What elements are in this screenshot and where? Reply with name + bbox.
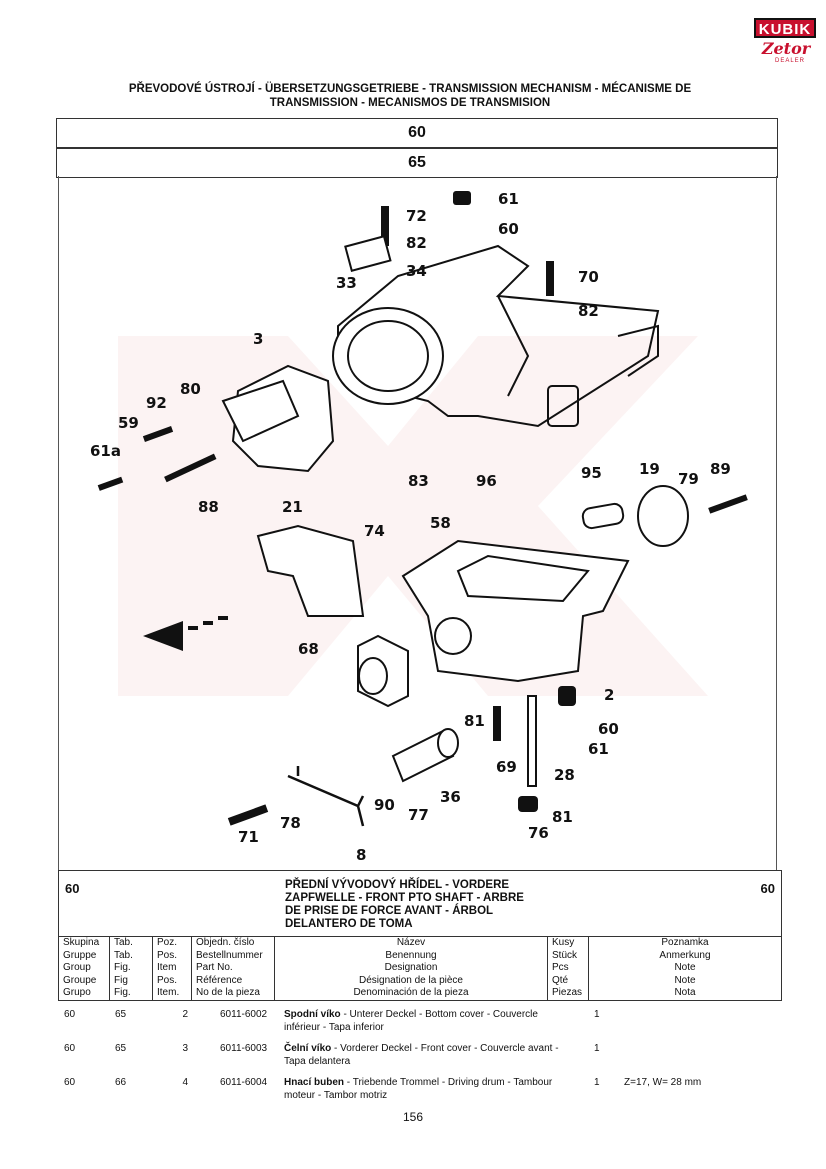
label-68: 68 [298, 640, 319, 658]
sleeve [391, 728, 459, 783]
desc-line: PŘEDNÍ VÝVODOVÝ HŘÍDEL - VORDERE [285, 879, 510, 891]
group-description: 60 60 PŘEDNÍ VÝVODOVÝ HŘÍDEL - VORDERE Z… [58, 870, 782, 937]
label-60-top: 60 [498, 220, 519, 238]
desc-group-left: 60 [65, 881, 80, 896]
label-28: 28 [554, 766, 575, 784]
label-88: 88 [198, 498, 219, 516]
label-61-top: 61 [498, 190, 519, 208]
label-59: 59 [118, 414, 139, 432]
bottom-cover [256, 524, 365, 617]
label-3: 3 [253, 330, 263, 348]
group-number-box: 60 [56, 118, 778, 148]
exploded-parts-diagram: 72 82 34 33 61 60 70 82 3 80 92 59 61a 8… [90, 190, 748, 864]
label-71: 71 [238, 828, 259, 846]
desc-text: PŘEDNÍ VÝVODOVÝ HŘÍDEL - VORDERE ZAPFWEL… [285, 879, 524, 931]
label-74: 74 [364, 522, 385, 540]
label-2: 2 [604, 686, 614, 704]
flange [357, 634, 409, 708]
label-69: 69 [496, 758, 517, 776]
diagram-right-border [776, 176, 777, 870]
label-79: 79 [678, 470, 699, 488]
label-19: 19 [639, 460, 660, 478]
label-95: 95 [581, 464, 602, 482]
desc-line: DELANTERO DE TOMA [285, 918, 413, 930]
page-title: PŘEVODOVÉ ÚSTROJÍ - ÜBERSETZUNGSGETRIEBE… [60, 82, 760, 110]
lower-housing [401, 539, 630, 683]
label-60-bottom: 60 [598, 720, 619, 738]
label-34: 34 [406, 262, 427, 280]
label-36: 36 [440, 788, 461, 806]
label-58: 58 [430, 514, 451, 532]
desc-group-right: 60 [760, 881, 775, 896]
filter [581, 502, 625, 530]
label-61a: 61a [90, 442, 121, 460]
label-21: 21 [282, 498, 303, 516]
label-96: 96 [476, 472, 497, 490]
label-61-bottom: 61 [588, 740, 609, 758]
transmission-housing [332, 244, 660, 428]
label-81-bottom: 81 [552, 808, 573, 826]
bolts [97, 191, 748, 826]
label-90: 90 [374, 796, 395, 814]
bracket [287, 766, 365, 827]
label-82-right: 82 [578, 302, 599, 320]
part-labels: 72 82 34 33 61 60 70 82 3 80 92 59 61a 8… [90, 190, 731, 864]
label-33: 33 [336, 274, 357, 292]
title-line-1: PŘEVODOVÉ ÚSTROJÍ - ÜBERSETZUNGSGETRIEBE… [128, 83, 692, 95]
direction-arrow [143, 616, 228, 651]
label-77: 77 [408, 806, 429, 824]
shaft [527, 695, 537, 787]
logo-sub: Zetor [761, 39, 811, 58]
logo-brand: KUBIK [754, 18, 816, 38]
label-82-top: 82 [406, 234, 427, 252]
label-92: 92 [146, 394, 167, 412]
desc-line: ZAPFWELLE - FRONT PTO SHAFT - ARBRE [285, 892, 524, 904]
kubik-zetor-logo: KUBIK Zetor DEALER [754, 14, 816, 68]
label-81-mid: 81 [464, 712, 485, 730]
label-78: 78 [280, 814, 301, 832]
label-72: 72 [406, 207, 427, 225]
label-70: 70 [578, 268, 599, 286]
diagram-left-border [58, 176, 59, 870]
page-number: 156 [402, 1110, 424, 1124]
label-8: 8 [356, 846, 366, 864]
logo-dealer: DEALER [774, 58, 805, 64]
label-83: 83 [408, 472, 429, 490]
label-80: 80 [180, 380, 201, 398]
title-line-2: TRANSMISSION - MECANISMOS DE TRANSMISION [269, 97, 551, 109]
front-cover [221, 364, 335, 473]
figure-number-box: 65 [56, 148, 778, 178]
label-89: 89 [710, 460, 731, 478]
desc-line: DE PRISE DE FORCE AVANT - ÁRBOL [285, 905, 494, 917]
round-cover [637, 485, 689, 547]
label-76: 76 [528, 824, 549, 842]
